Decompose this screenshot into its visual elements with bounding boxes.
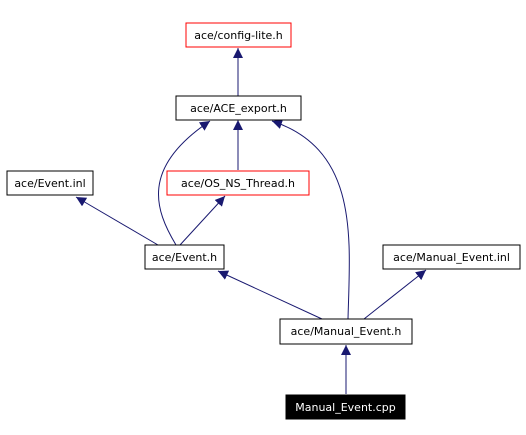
node-config-lite[interactable]: ace/config-lite.h (185, 22, 292, 48)
node-ace-export[interactable]: ace/ACE_export.h (175, 95, 302, 121)
node-manual-event-inl[interactable]: ace/Manual_Event.inl (382, 244, 521, 270)
node-os-ns-thread[interactable]: ace/OS_NS_Thread.h (166, 170, 310, 196)
node-label-os-ns-thread: ace/OS_NS_Thread.h (181, 177, 295, 190)
node-event-inl[interactable]: ace/Event.inl (6, 170, 94, 196)
edge-manual-event-h-to-event-h (217, 270, 323, 320)
edge-event-h-to-os-ns-thread (179, 195, 226, 246)
node-label-manual-event-h: ace/Manual_Event.h (291, 325, 402, 338)
edge-event-h-to-event-inl (75, 196, 159, 246)
edge-manual-event-h-to-ace-export (271, 119, 350, 320)
node-label-manual-event-inl: ace/Manual_Event.inl (393, 251, 510, 264)
edge-event-h-to-ace-export (158, 120, 211, 246)
node-manual-event-cpp[interactable]: Manual_Event.cpp (285, 394, 406, 420)
node-label-config-lite: ace/config-lite.h (194, 29, 283, 42)
node-label-event-inl: ace/Event.inl (14, 177, 85, 190)
node-label-manual-event-cpp: Manual_Event.cpp (295, 401, 396, 414)
edges (75, 48, 427, 394)
edge-manual-event-h-to-manual-event-inl (363, 269, 427, 320)
node-event-h[interactable]: ace/Event.h (144, 244, 225, 270)
node-label-event-h: ace/Event.h (152, 251, 217, 264)
node-label-ace-export: ace/ACE_export.h (190, 102, 287, 115)
node-manual-event-h[interactable]: ace/Manual_Event.h (279, 318, 413, 345)
